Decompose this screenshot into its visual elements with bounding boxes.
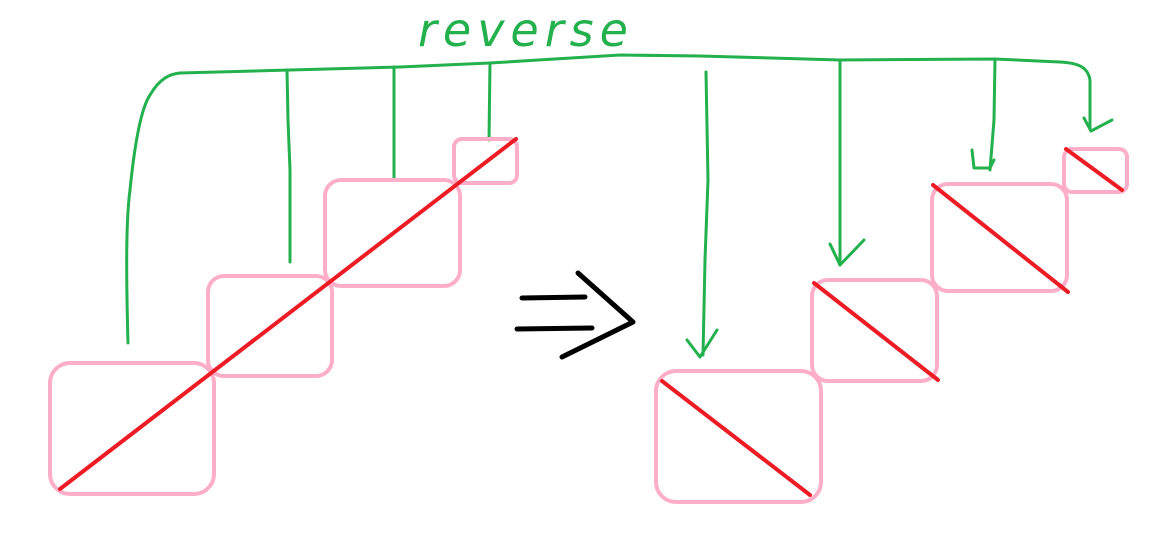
reverse-bracket-line (125, 53, 1092, 345)
right-block-3 (930, 182, 1069, 293)
right-arrow-1 (701, 70, 710, 357)
left-block-1 (48, 361, 216, 496)
right-arrow-3-head (970, 148, 996, 170)
right-arrow-2-head (828, 238, 866, 267)
left-diagonal (58, 137, 518, 491)
transform-arrow-head (559, 270, 636, 360)
right-block-1 (654, 369, 823, 504)
right-arrow-4-head (1082, 116, 1114, 133)
transform-arrow-bar-1 (519, 294, 588, 301)
right-arrow-3 (988, 57, 997, 172)
left-connector-2 (285, 68, 292, 264)
left-connector-4 (487, 61, 492, 142)
left-block-4 (452, 137, 519, 185)
right-block-2 (810, 278, 939, 383)
left-block-3 (323, 178, 462, 288)
right-arrow-1-head (685, 328, 719, 359)
reverse-label: reverse (418, 3, 634, 57)
right-diagonal-3 (931, 183, 1070, 294)
transform-arrow-bar-2 (514, 325, 595, 332)
right-block-4 (1062, 147, 1129, 194)
right-diagonal-2 (812, 281, 940, 382)
right-diagonal-4 (1064, 147, 1124, 192)
left-block-2 (206, 274, 334, 378)
right-diagonal-1 (660, 379, 812, 497)
